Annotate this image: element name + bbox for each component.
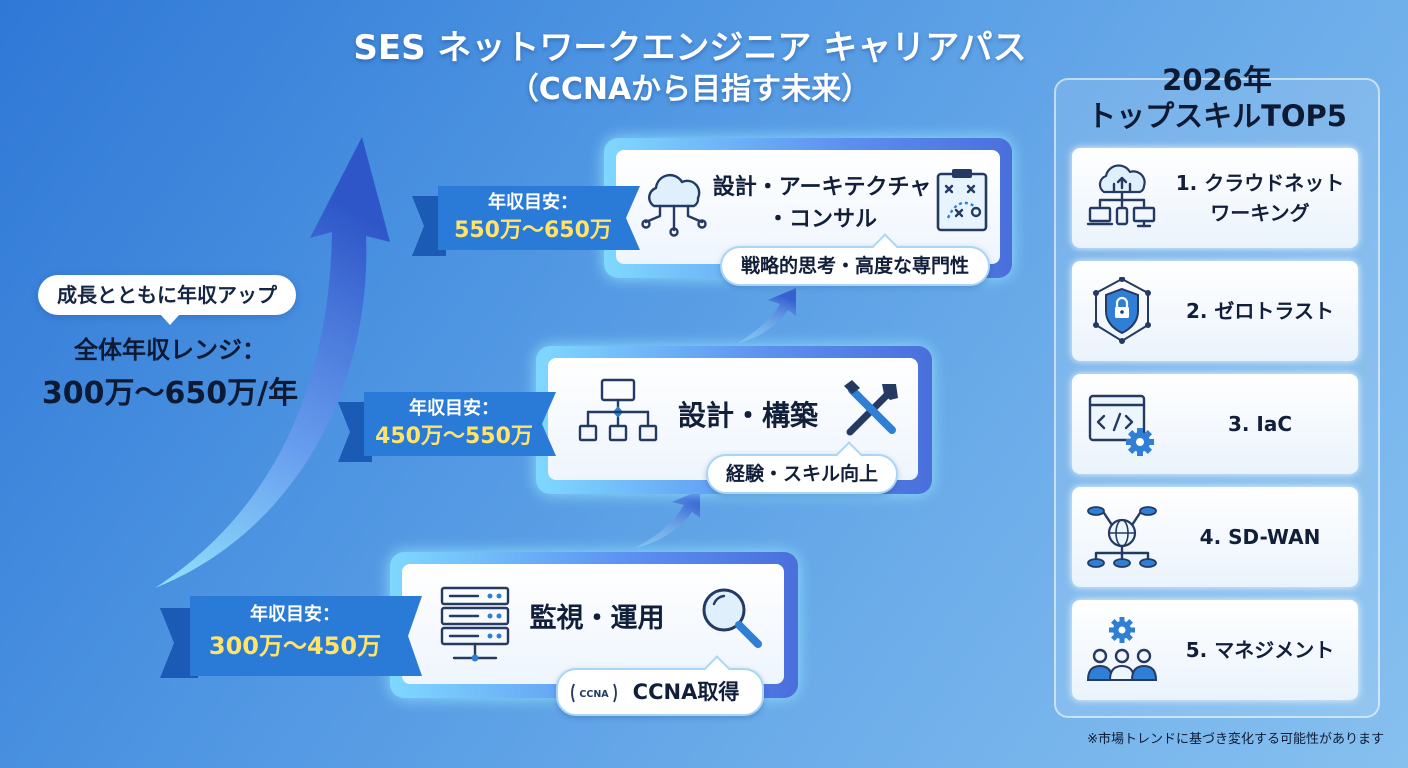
stage-1-tag-text: CCNA取得	[632, 680, 740, 704]
footnote: ※市場トレンドに基づき変化する可能性があります	[1087, 732, 1384, 747]
salary-range-label: 全体年収レンジ：	[74, 336, 266, 364]
stage-3-salary-ribbon: 年収目安： 550万〜650万	[412, 186, 640, 256]
skill-name-5: 5. マネジメント	[1185, 638, 1335, 662]
stage-1-tag: CCNA CCNA取得	[556, 655, 764, 716]
stage-3-salary-label: 年収目安：	[488, 192, 578, 213]
ccna-badge-icon: CCNA	[571, 683, 617, 703]
skill-card-2: 2. ゼロトラスト	[1072, 261, 1358, 361]
stage-1-salary-label: 年収目安：	[250, 604, 340, 625]
skill-name-1: 1. クラウドネット ワーキング	[1168, 148, 1352, 248]
stage-3-title: 設計・アーキテクチャ ・コンサル	[712, 172, 932, 236]
magnifier-icon	[702, 588, 762, 648]
skill-name-3: 3. IaC	[1227, 412, 1293, 436]
stage-2-salary-label: 年収目安：	[409, 398, 499, 419]
stage-1-card: 監視・運用	[402, 564, 784, 684]
step-arrow-1	[635, 490, 700, 548]
growth-bubble: 成長とともに年収アップ	[38, 275, 296, 325]
stage-2-salary-ribbon: 年収目安： 450万〜550万	[338, 392, 556, 462]
globe-network-icon	[1087, 506, 1157, 568]
stage-1-salary-ribbon: 年収目安： 300万〜450万	[160, 596, 422, 678]
top-skills-title: 2026年 トップスキルTOP5	[1054, 62, 1380, 134]
skill-name-1-line-1: 1. クラウドネット	[1175, 171, 1345, 195]
top-skills-title-line-1: 2026年	[1162, 63, 1272, 97]
strategy-clipboard-icon	[936, 169, 988, 232]
skill-card-5: 5. マネジメント	[1072, 600, 1358, 700]
server-icon	[440, 586, 510, 662]
skill-name-1-line-2: ワーキング	[1210, 201, 1310, 225]
salary-range-value: 300万〜650万/年	[41, 376, 299, 411]
skill-card-1: 1. クラウドネット ワーキング	[1072, 148, 1358, 248]
skill-card-3: 3. IaC	[1072, 374, 1358, 474]
page-title: SES ネットワークエンジニア キャリアパス （CCNAから目指す未来）	[300, 26, 1080, 110]
network-hierarchy-icon	[578, 378, 658, 442]
stage-3-tag: 戦略的思考・高度な専門性	[720, 233, 990, 286]
team-gear-icon	[1086, 617, 1158, 681]
stage-3-tag-text: 戦略的思考・高度な専門性	[740, 255, 969, 277]
ccna-badge-text: CCNA	[579, 689, 609, 700]
stage-2-title: 設計・構築	[677, 399, 818, 432]
stage-2-tag-text: 経験・スキル向上	[725, 463, 878, 485]
wrench-screwdriver-icon	[844, 380, 898, 436]
step-arrow-2	[738, 288, 796, 343]
shield-lock-icon	[1093, 277, 1151, 344]
title-line-2: （CCNAから目指す未来）	[508, 72, 872, 107]
skill-name-4: 4. SD-WAN	[1199, 525, 1321, 549]
cloud-devices-icon	[1086, 164, 1156, 228]
skill-card-4: 4. SD-WAN	[1072, 487, 1358, 587]
stage-3-title-line-2: ・コンサル	[766, 207, 877, 232]
title-line-1: SES ネットワークエンジニア キャリアパス	[353, 28, 1027, 68]
skill-name-2: 2. ゼロトラスト	[1185, 299, 1335, 323]
stage-3-title-line-1: 設計・アーキテクチャ	[712, 175, 932, 200]
stage-1-title: 監視・運用	[529, 603, 665, 634]
cloud-network-icon	[641, 173, 707, 237]
stage-2-tag: 経験・スキル向上	[706, 441, 898, 494]
code-gear-icon	[1088, 394, 1154, 456]
ribbon-shape	[160, 596, 422, 678]
stage-2-salary-value: 450万〜550万	[375, 424, 533, 449]
stage-3-card: 設計・アーキテクチャ ・コンサル	[616, 150, 1000, 264]
top-skills-title-line-2: トップスキルTOP5	[1087, 99, 1347, 133]
stage-1-salary-value: 300万〜450万	[208, 632, 382, 660]
stage-3-salary-value: 550万〜650万	[454, 218, 612, 243]
ribbon-shape	[412, 186, 640, 256]
ribbon-shape	[338, 392, 556, 462]
